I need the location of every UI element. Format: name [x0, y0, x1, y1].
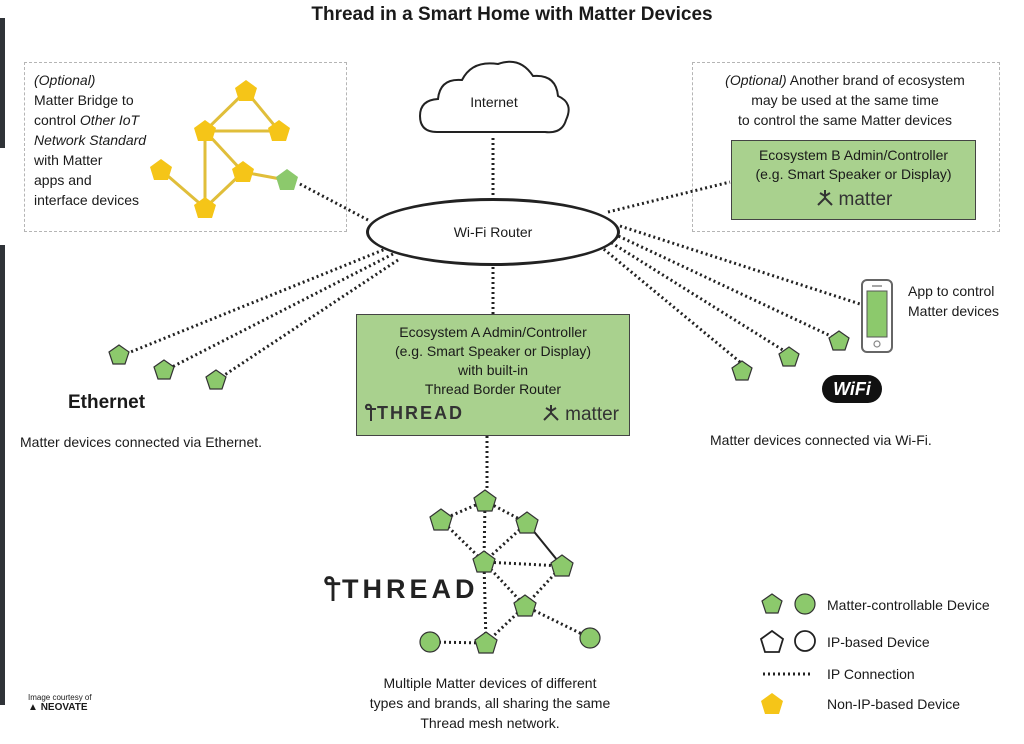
- ecosystem-a-line-4: Thread Border Router: [424, 381, 562, 397]
- legend-label-ip-connection: IP Connection: [827, 666, 915, 682]
- matter-logo-icon: [543, 405, 559, 421]
- neovate-logo-icon: ▲: [28, 702, 38, 713]
- legend-label-non-ip: Non-IP-based Device: [827, 696, 961, 712]
- bridge-note-line-3-prefix: control: [34, 112, 80, 128]
- window-edge-strip-top: [0, 18, 5, 148]
- ecosystem-a-logos: THREAD matter: [357, 399, 629, 425]
- bridge-note-line-3-italic: Other IoT: [79, 112, 140, 128]
- wifi-logo: WiFi: [822, 375, 882, 403]
- ip-connection-ethernet-3: [219, 258, 399, 380]
- thread-logo-icon: [324, 576, 341, 601]
- matter-logo-icon: [816, 190, 833, 206]
- ecosystem-b-dashed-box: [692, 62, 1000, 232]
- wifi-router-label: Wi-Fi Router: [453, 224, 533, 240]
- image-credit: Image courtesy of ▲ NEOVATE: [28, 693, 92, 713]
- wifi-router: Wi-Fi Router: [366, 198, 620, 266]
- image-credit-line-1: Image courtesy of: [28, 693, 92, 702]
- bridge-note-line-6: apps and: [34, 172, 92, 188]
- ecosystem-b-note-line-2: may be used at the same time: [751, 92, 939, 108]
- diagram-title: Thread in a Smart Home with Matter Devic…: [311, 4, 713, 25]
- ecosystem-b-matter-word: matter: [838, 189, 893, 210]
- ethernet-heading: Ethernet: [68, 392, 146, 413]
- ecosystem-a-matter-logo: matter: [541, 403, 619, 425]
- thread-mesh-logo-word: THREAD: [342, 574, 479, 604]
- ecosystem-a-line-1: Ecosystem A Admin/Controller: [399, 324, 587, 340]
- ip-connection-app: [619, 224, 861, 306]
- wifi-caption: Matter devices connected via Wi-Fi.: [710, 432, 932, 448]
- legend-label-ip: IP-based Device: [827, 634, 930, 650]
- ecosystem-a-controller: Ecosystem A Admin/Controller (e.g. Smart…: [356, 314, 630, 436]
- ecosystem-a-thread-logo: THREAD: [365, 403, 464, 425]
- ecosystem-b-matter-logo: matter: [732, 188, 975, 210]
- ecosystem-b-note-line-1-rest: Another brand of ecosystem: [786, 72, 965, 88]
- thread-mesh-caption-line-2: types and brands, all sharing the same: [369, 695, 611, 711]
- ecosystem-b-line-1: Ecosystem B Admin/Controller: [758, 147, 949, 163]
- bridge-note-line-2: Matter Bridge to: [34, 92, 134, 108]
- ip-connection-bridge: [297, 181, 369, 222]
- ip-connection-wifi-1: [599, 244, 741, 364]
- ethernet-caption: Matter devices connected via Ethernet.: [20, 434, 263, 450]
- thread-mesh-caption-line-1: Multiple Matter devices of different: [383, 675, 597, 691]
- ecosystem-b-controller: Ecosystem B Admin/Controller (e.g. Smart…: [731, 140, 976, 220]
- thread-mesh-caption: Multiple Matter devices of different typ…: [340, 673, 640, 733]
- ecosystem-b-note-line-3: to control the same Matter devices: [738, 112, 952, 128]
- wifi-logo-word: WiFi: [833, 379, 871, 399]
- bridge-note: (Optional) Matter Bridge to control Othe…: [34, 70, 146, 210]
- bridge-note-line-1: (Optional): [34, 72, 96, 88]
- thread-logo-icon: [365, 403, 376, 421]
- ecosystem-a-line-2: (e.g. Smart Speaker or Display): [394, 343, 592, 359]
- app-note-line-1: App to control: [908, 283, 995, 299]
- app-note: App to control Matter devices: [908, 281, 999, 321]
- ecosystem-a-matter-word: matter: [565, 404, 619, 425]
- window-edge-strip-bottom: [0, 245, 5, 705]
- ecosystem-b-note-italic: (Optional): [725, 72, 787, 88]
- bridge-note-line-3: control Other IoT: [34, 110, 146, 130]
- internet-label: Internet: [470, 94, 518, 110]
- ip-connection-ecosystem-b: [607, 180, 731, 214]
- image-credit-logo: ▲ NEOVATE: [28, 702, 92, 713]
- ip-connection-wifi-2: [606, 238, 787, 354]
- ecosystem-a-line-3: with built-in: [457, 362, 529, 378]
- ip-connection-ethernet-2: [171, 252, 394, 369]
- ecosystem-b-note: (Optional) Another brand of ecosystem ma…: [692, 70, 998, 130]
- bridge-note-line-5: with Matter: [34, 152, 103, 168]
- legend-label-matter: Matter-controllable Device: [827, 597, 990, 613]
- thread-mesh-caption-line-3: Thread mesh network.: [420, 715, 560, 731]
- bridge-note-line-4: Network Standard: [34, 132, 147, 148]
- bridge-dashed-box: [24, 62, 347, 232]
- bridge-note-line-7: interface devices: [34, 192, 140, 208]
- ip-connection-ethernet-1: [127, 246, 389, 355]
- app-note-line-2: Matter devices: [908, 303, 1000, 319]
- ecosystem-b-note-line-1: (Optional) Another brand of ecosystem: [692, 70, 998, 90]
- ip-connection-wifi-3: [613, 232, 836, 340]
- ecosystem-a-thread-word: THREAD: [377, 403, 464, 423]
- ecosystem-b-line-2: (e.g. Smart Speaker or Display): [755, 166, 952, 182]
- thread-mesh-logo: THREAD: [324, 574, 479, 605]
- image-credit-line-2: NEOVATE: [40, 702, 88, 713]
